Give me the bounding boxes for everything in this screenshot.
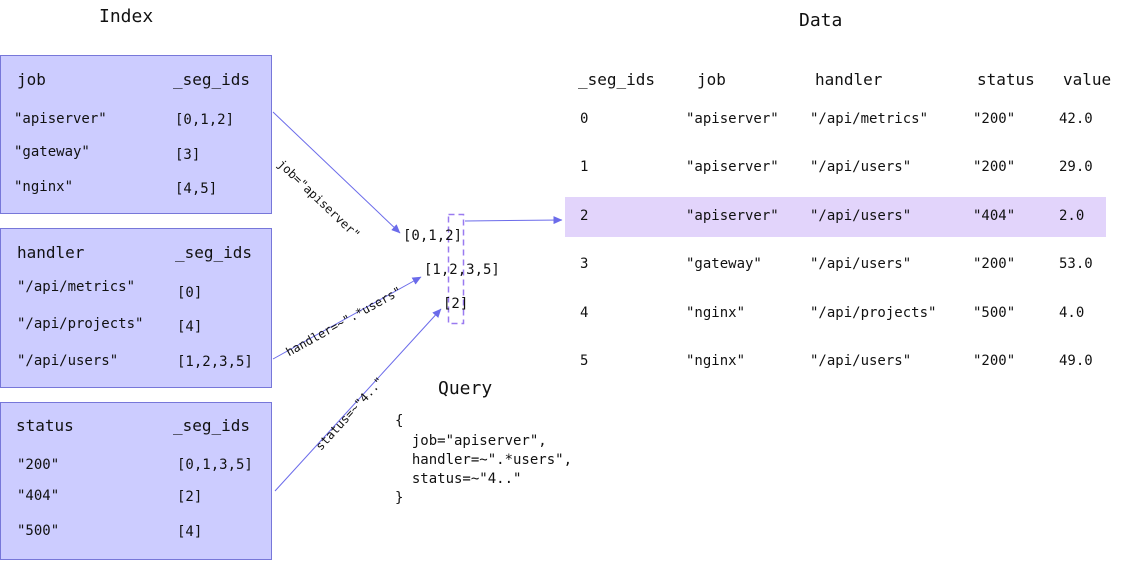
job-arrow xyxy=(272,111,401,234)
data-cell-status: "404" xyxy=(973,208,1016,224)
handler-ids-cell: [1,2,3,5] xyxy=(177,354,253,370)
data-cell-job: "apiserver" xyxy=(686,208,779,224)
data-cell-value: 2.0 xyxy=(1059,208,1085,224)
data-cell-id: 1 xyxy=(580,159,589,175)
data-cell-status: "500" xyxy=(973,305,1016,321)
data-cell-handler: "/api/users" xyxy=(810,208,912,224)
data-column-header: _seg_ids xyxy=(578,70,656,89)
data-cell-status: "200" xyxy=(973,111,1016,127)
data-column-header: status xyxy=(977,70,1035,89)
handler-ids-header: _seg_ids xyxy=(175,243,253,262)
handler-key-cell: "/api/metrics" xyxy=(17,279,136,295)
status-key-cell: "200" xyxy=(17,457,60,473)
data-cell-handler: "/api/users" xyxy=(810,159,912,175)
job-ids-cell: [4,5] xyxy=(175,181,218,197)
status-key-header: status xyxy=(16,416,74,435)
index-title: Index xyxy=(99,6,154,27)
intersection-dashed-box xyxy=(447,213,465,325)
index-job-box xyxy=(0,55,272,214)
index-handler-box xyxy=(0,228,272,388)
data-cell-value: 4.0 xyxy=(1059,305,1085,321)
handler-key-cell: "/api/users" xyxy=(17,353,119,369)
handler-key-cell: "/api/projects" xyxy=(17,316,144,332)
data-cell-status: "200" xyxy=(973,159,1016,175)
handler-ids-cell: [4] xyxy=(177,319,203,335)
job-ids-header: _seg_ids xyxy=(173,70,251,89)
data-cell-job: "nginx" xyxy=(686,305,746,321)
intersection-set-handler: [1,2,3,5] xyxy=(424,262,500,278)
data-column-header: job xyxy=(697,70,726,89)
result-arrow xyxy=(464,216,563,225)
data-cell-job: "gateway" xyxy=(686,256,762,272)
intersection-set-status: [2] xyxy=(443,296,469,312)
data-cell-handler: "/api/users" xyxy=(810,256,912,272)
query-line: job="apiserver", xyxy=(395,433,547,449)
handler-arrow xyxy=(272,276,422,360)
query-line: handler=~".*users", xyxy=(395,452,573,468)
job-key-cell: "apiserver" xyxy=(14,111,107,127)
data-cell-value: 53.0 xyxy=(1059,256,1093,272)
data-cell-job: "nginx" xyxy=(686,353,746,369)
handler-key-header: handler xyxy=(17,243,85,262)
status-arrow xyxy=(274,308,442,492)
job-key-cell: "gateway" xyxy=(14,144,90,160)
query-line: } xyxy=(395,490,404,506)
data-cell-id: 2 xyxy=(580,208,589,224)
data-cell-id: 3 xyxy=(580,256,589,272)
query-title: Query xyxy=(438,378,493,399)
status-ids-cell: [2] xyxy=(177,489,203,505)
data-cell-status: "200" xyxy=(973,256,1016,272)
data-cell-value: 49.0 xyxy=(1059,353,1093,369)
status-key-cell: "500" xyxy=(17,523,60,539)
data-cell-id: 0 xyxy=(580,111,589,127)
status-ids-cell: [0,1,3,5] xyxy=(177,457,253,473)
data-title: Data xyxy=(799,10,843,31)
data-cell-status: "200" xyxy=(973,353,1016,369)
index-status-box xyxy=(0,402,272,560)
query-line: status=~"4.." xyxy=(395,471,522,487)
data-cell-id: 5 xyxy=(580,353,589,369)
job-ids-cell: [0,1,2] xyxy=(175,112,235,128)
highlighted-row xyxy=(565,197,1106,237)
query-line: { xyxy=(395,413,404,429)
handler-ids-cell: [0] xyxy=(177,285,203,301)
data-cell-job: "apiserver" xyxy=(686,111,779,127)
status-key-cell: "404" xyxy=(17,488,60,504)
job-key-header: job xyxy=(17,70,46,89)
data-cell-id: 4 xyxy=(580,305,589,321)
status-ids-cell: [4] xyxy=(177,524,203,540)
intersection-set-job: [0,1,2] xyxy=(403,228,463,244)
data-cell-value: 29.0 xyxy=(1059,159,1093,175)
status-ids-header: _seg_ids xyxy=(173,416,251,435)
data-cell-handler: "/api/users" xyxy=(810,353,912,369)
data-cell-value: 42.0 xyxy=(1059,111,1093,127)
job-ids-cell: [3] xyxy=(175,147,201,163)
job-key-cell: "nginx" xyxy=(14,179,74,195)
data-cell-job: "apiserver" xyxy=(686,159,779,175)
data-cell-handler: "/api/projects" xyxy=(810,305,937,321)
data-column-header: handler xyxy=(815,70,883,89)
data-cell-handler: "/api/metrics" xyxy=(810,111,929,127)
data-column-header: value xyxy=(1063,70,1112,89)
